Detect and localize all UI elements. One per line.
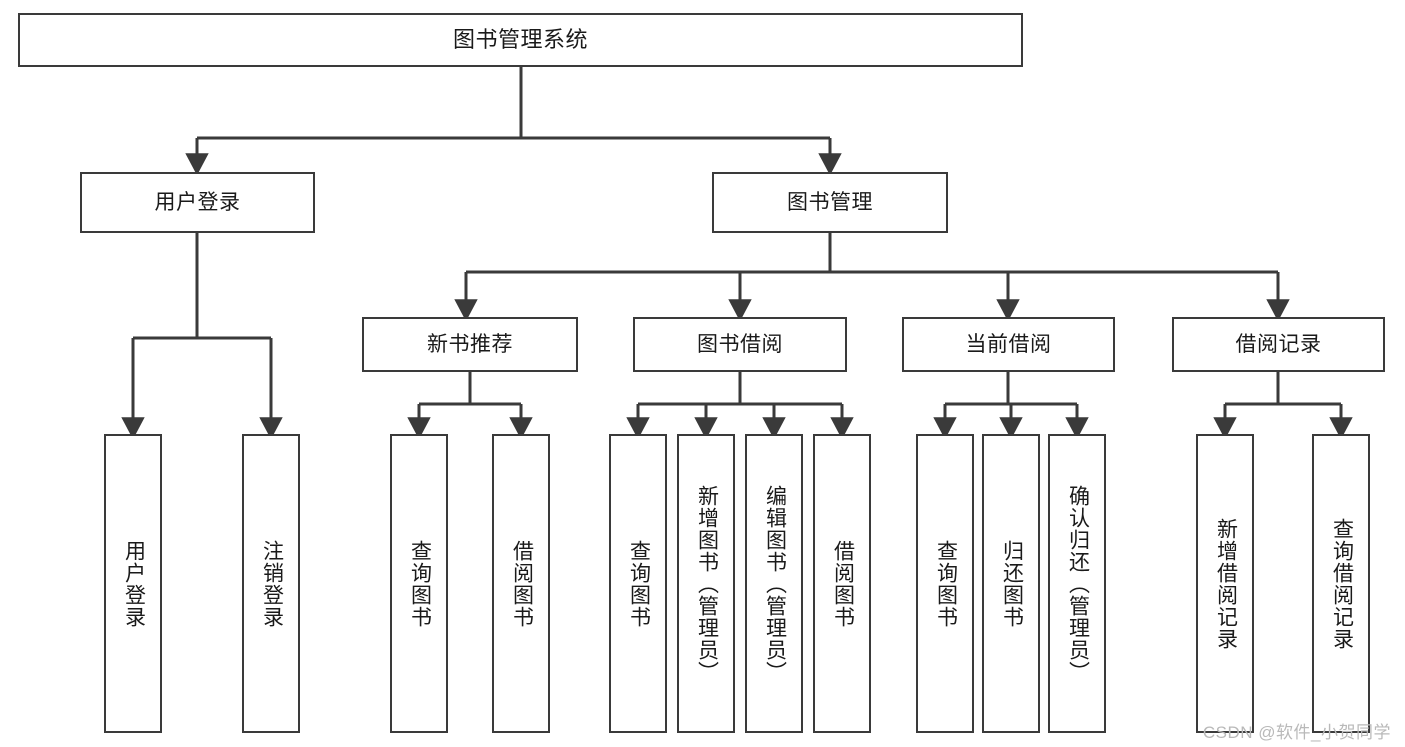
leaf-logout[interactable]: 注销登录 [242, 434, 300, 733]
leaf-bb-add-book-label: 新增图书（管理员） [695, 484, 719, 683]
leaf-cb-confirm-return-label: 确认归还（管理员） [1066, 484, 1090, 683]
leaf-cb-return-book[interactable]: 归还图书 [982, 434, 1040, 733]
leaf-bb-query-book[interactable]: 查询图书 [609, 434, 667, 733]
leaf-br-query-record-label: 查询借阅记录 [1330, 517, 1354, 650]
node-new-book-recommend-label: 新书推荐 [427, 332, 513, 356]
node-borrow-record[interactable]: 借阅记录 [1172, 317, 1385, 372]
node-new-book-recommend[interactable]: 新书推荐 [362, 317, 578, 372]
node-current-borrow[interactable]: 当前借阅 [902, 317, 1115, 372]
node-book-borrow[interactable]: 图书借阅 [633, 317, 847, 372]
leaf-user-login[interactable]: 用户登录 [104, 434, 162, 733]
node-book-manage-label: 图书管理 [787, 190, 873, 214]
leaf-cb-query-book[interactable]: 查询图书 [916, 434, 974, 733]
leaf-bb-add-book[interactable]: 新增图书（管理员） [677, 434, 735, 733]
node-current-borrow-label: 当前借阅 [965, 332, 1052, 356]
leaf-br-add-record[interactable]: 新增借阅记录 [1196, 434, 1254, 733]
leaf-logout-label: 注销登录 [260, 539, 284, 628]
leaf-br-add-record-label: 新增借阅记录 [1214, 517, 1238, 650]
node-book-manage[interactable]: 图书管理 [712, 172, 948, 233]
leaf-br-query-record[interactable]: 查询借阅记录 [1312, 434, 1370, 733]
leaf-nb-query-book-label: 查询图书 [408, 539, 432, 628]
node-user-login[interactable]: 用户登录 [80, 172, 315, 233]
leaf-cb-return-book-label: 归还图书 [1000, 539, 1024, 628]
node-root[interactable]: 图书管理系统 [18, 13, 1023, 67]
node-book-borrow-label: 图书借阅 [697, 332, 783, 356]
leaf-user-login-label: 用户登录 [122, 539, 146, 628]
leaf-nb-borrow-book-label: 借阅图书 [510, 539, 534, 628]
leaf-bb-edit-book[interactable]: 编辑图书（管理员） [745, 434, 803, 733]
watermark: CSDN @软件_小贺同学 [1202, 723, 1391, 742]
leaf-cb-query-book-label: 查询图书 [934, 539, 958, 628]
node-borrow-record-label: 借阅记录 [1235, 332, 1322, 356]
leaf-bb-borrow-book[interactable]: 借阅图书 [813, 434, 871, 733]
leaf-bb-edit-book-label: 编辑图书（管理员） [763, 484, 787, 683]
node-user-login-label: 用户登录 [154, 190, 241, 214]
node-root-label: 图书管理系统 [452, 26, 588, 52]
leaf-nb-query-book[interactable]: 查询图书 [390, 434, 448, 733]
leaf-bb-query-book-label: 查询图书 [627, 539, 651, 628]
leaf-cb-confirm-return[interactable]: 确认归还（管理员） [1048, 434, 1106, 733]
leaf-nb-borrow-book[interactable]: 借阅图书 [492, 434, 550, 733]
leaf-bb-borrow-book-label: 借阅图书 [831, 539, 855, 628]
